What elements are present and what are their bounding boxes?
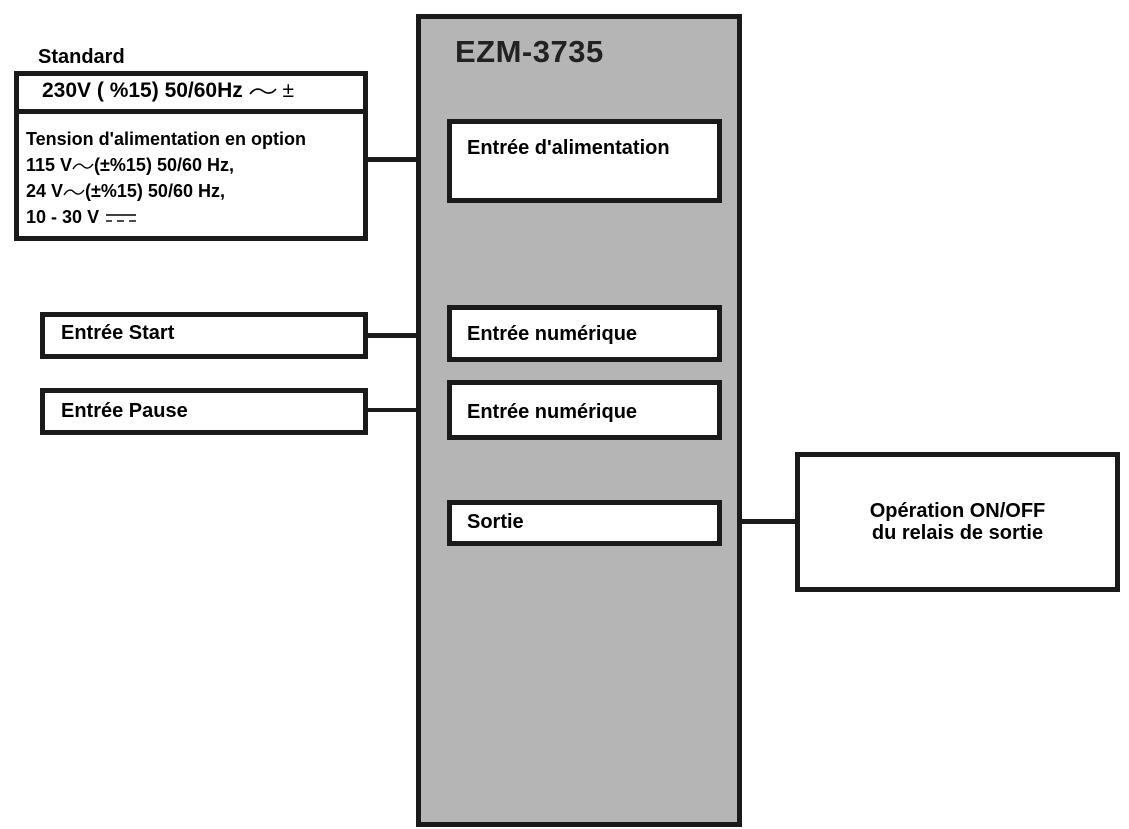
voltage-115: 115 V [26,155,73,175]
connector-start [368,333,452,338]
device-title: EZM-3735 [455,34,604,69]
standard-voltage-text: 230V ( %15) 50/60Hz [42,79,243,102]
standard-voltage: 230V ( %15) 50/60Hz ± [42,79,294,103]
connector-supply [368,157,452,162]
tolerance-24: (±%15) 50/60 Hz, [85,181,225,201]
start-input-label: Entrée Start [61,322,175,344]
power-input-block [447,119,722,203]
ac-wave-icon [72,163,94,170]
output-label: Sortie [467,511,524,533]
supply-divider [17,109,363,114]
supply-spec-box [14,71,368,241]
connector-relay [722,519,800,524]
optional-voltage-title: Tension d'alimentation en option [26,129,306,149]
pause-input-label: Entrée Pause [61,400,188,422]
relay-label-line2: du relais de sortie [871,522,1044,544]
digital-input-label-1: Entrée numérique [467,323,638,345]
plus-minus-sign: ± [282,79,295,102]
relay-output-box [795,452,1120,592]
optional-voltage-block: Tension d'alimentation en option 115 V (±… [26,126,306,230]
voltage-dc-min: 10 [26,207,47,227]
voltage-dc-max: - 30 V [51,207,100,227]
ac-wave-icon [249,88,277,95]
standard-label: Standard [38,46,125,68]
voltage-24: 24 V [26,181,64,201]
ac-wave-icon [63,189,85,196]
relay-label-line1: Opération ON/OFF [869,500,1046,522]
pause-input-box [40,388,368,435]
start-input-box [40,312,368,359]
output-block [447,500,722,546]
power-input-label: Entrée d'alimentation [467,137,670,159]
dc-symbol-icon [106,214,137,222]
optional-voltage-dc: 10 - 30 V [26,204,306,230]
tolerance-115: (±%15) 50/60 Hz, [94,155,234,175]
connector-pause [368,408,452,412]
optional-voltage-115: 115 V (±%15) 50/60 Hz, [26,152,306,178]
digital-input-label-2: Entrée numérique [467,401,638,423]
relay-output-label: Opération ON/OFF du relais de sortie [795,500,1120,544]
digital-input-block-2 [447,380,722,440]
optional-voltage-24: 24 V (±%15) 50/60 Hz, [26,178,306,204]
digital-input-block-1 [447,305,722,362]
